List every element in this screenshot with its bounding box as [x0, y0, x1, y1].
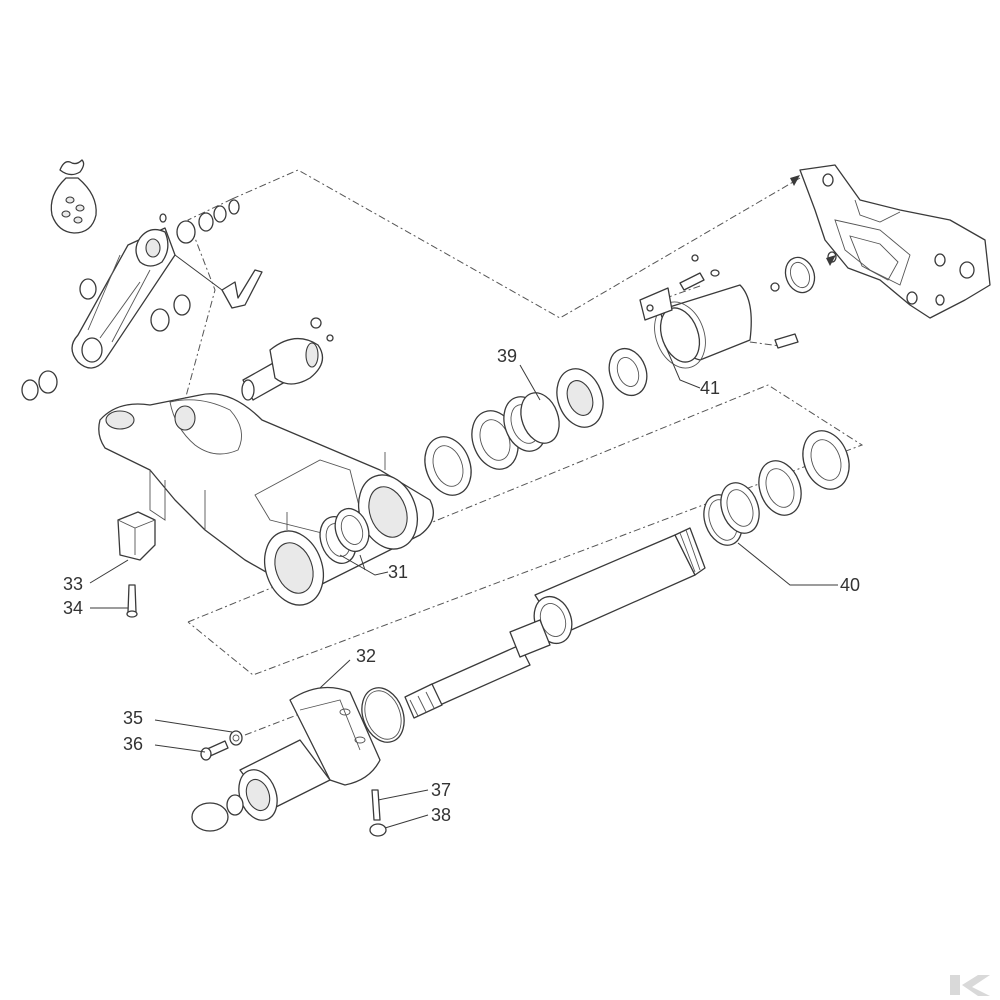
bracket-block-33	[117, 511, 156, 561]
callout-31: 31	[388, 562, 408, 582]
hub-cap	[191, 794, 244, 832]
washer-35	[229, 730, 243, 746]
hub-carrier-32	[238, 686, 381, 821]
bushing-pair-31	[319, 507, 370, 564]
bolt-34	[126, 584, 138, 618]
callout-41: 41	[700, 378, 720, 398]
swing-arm-bores	[264, 474, 418, 606]
callout-leaders	[89, 344, 838, 829]
cylinder-seals-and-washers	[21, 199, 240, 401]
callout-40: 40	[840, 575, 860, 595]
callout-38: 38	[431, 805, 451, 825]
assembly-arrows	[790, 175, 836, 266]
chassis-frame	[799, 164, 991, 319]
assembly-boundary-upper	[184, 169, 801, 401]
drive-shaft-spline	[404, 619, 551, 719]
hydraulic-elbow-fitting	[174, 254, 263, 309]
nut-38	[369, 823, 387, 837]
callout-35: 35	[123, 708, 143, 728]
callout-34: 34	[63, 598, 83, 618]
seal-rings-top	[784, 256, 816, 294]
housing-bolts	[679, 254, 799, 349]
bolt-37	[371, 789, 381, 821]
callout-labels: 31 32 33 34 35 36 37 38 39 40 41	[63, 346, 860, 825]
parts-bag-icon	[50, 159, 97, 234]
housing-41	[639, 284, 752, 369]
brand-logo-icon	[950, 975, 990, 996]
hydraulic-cylinder	[71, 227, 176, 369]
drive-shaft-tube	[533, 527, 706, 645]
callout-33: 33	[63, 574, 83, 594]
callout-36: 36	[123, 734, 143, 754]
assembly-boundary-lower	[187, 384, 864, 676]
o-ring-32	[361, 687, 405, 743]
callout-37: 37	[431, 780, 451, 800]
bushing-40-group	[703, 430, 850, 546]
callout-39: 39	[497, 346, 517, 366]
bolt-36	[200, 740, 229, 761]
stub-axle-pin	[241, 317, 334, 401]
bushing-39-group	[424, 347, 648, 496]
callout-32: 32	[356, 646, 376, 666]
